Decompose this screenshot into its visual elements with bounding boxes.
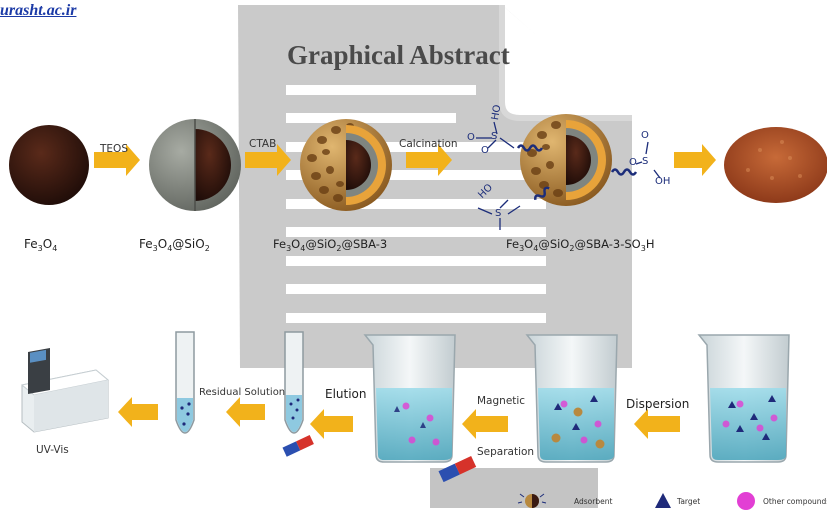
beaker-initial-icon — [697, 334, 790, 463]
arrow-uvvis-icon — [118, 397, 158, 427]
step-separation-label: Separation — [477, 446, 535, 458]
legend — [517, 492, 755, 510]
uv-vis-instrument-icon — [20, 348, 110, 433]
beaker-dispersion-icon — [525, 334, 618, 463]
step-dispersion-label: Dispersion — [626, 397, 690, 411]
legend-adsorbent-label: Adsorbent — [574, 497, 613, 506]
arrow-teos-icon — [94, 144, 140, 176]
powder-product-icon — [724, 127, 827, 203]
elution-magnet-icon — [282, 434, 314, 457]
fe3o4-particle-icon — [9, 125, 89, 205]
arrow-calcination-icon — [406, 144, 452, 176]
so3h-o-right-top-label: O — [641, 130, 649, 141]
elution-tube-icon — [284, 331, 304, 434]
arrow-residual-icon — [226, 397, 265, 427]
legend-target-icon — [655, 493, 671, 508]
arrow-magnetic-separation-icon — [462, 409, 508, 439]
so3h-o-left-label: O — [467, 132, 475, 143]
beaker-separated-icon — [363, 334, 456, 463]
step-ctab-label: CTAB — [249, 138, 277, 150]
legend-other-icon — [737, 492, 755, 510]
arrow-elution-icon — [310, 409, 353, 439]
fe3o4-sio2-label: Fe3O4@SiO2 — [139, 237, 210, 253]
fe3o4-label: Fe3O4 — [24, 237, 58, 253]
step-residual-label: Residual Solution — [199, 387, 286, 398]
fe3o4-sio2-sba3-particle-icon — [300, 119, 392, 211]
so3h-oh-right-label: OH — [655, 176, 671, 187]
arrow-powder-icon — [674, 144, 716, 176]
uv-vis-label: UV-Vis — [36, 444, 69, 456]
step-calcination-label: Calcination — [399, 138, 458, 150]
fe3o4-sio2-sba3-so3h-label: Fe3O4@SiO2@SBA-3-SO3H — [506, 237, 655, 253]
page-title: Graphical Abstract — [287, 40, 510, 70]
step-elution-label: Elution — [325, 387, 367, 401]
arrow-dispersion-icon — [634, 409, 680, 439]
magnet-icon — [438, 455, 477, 483]
so3h-s-bottom-label: S — [495, 208, 502, 219]
university-link[interactable]: urasht.ac.ir — [0, 2, 77, 19]
fe3o4-sio2-sba3-label: Fe3O4@SiO2@SBA-3 — [273, 237, 388, 253]
step-teos-label: TEOS — [100, 143, 128, 155]
so3h-s-top-label: S — [491, 131, 498, 142]
fe3o4-sio2-particle-icon — [149, 119, 241, 211]
arrow-ctab-icon — [245, 144, 291, 176]
legend-adsorbent-icon — [517, 493, 547, 508]
so3h-o-bottom-label: O — [481, 145, 489, 156]
legend-target-label: Target — [677, 497, 701, 506]
residual-tube-icon — [175, 331, 195, 434]
step-magnetic-label: Magnetic — [477, 395, 526, 407]
so3h-s-right-label: S — [642, 156, 649, 167]
sulfonated-particle-icon — [476, 114, 661, 230]
legend-other-label: Other compounds — [763, 497, 827, 506]
so3h-o-right-left-label: O — [629, 157, 637, 168]
